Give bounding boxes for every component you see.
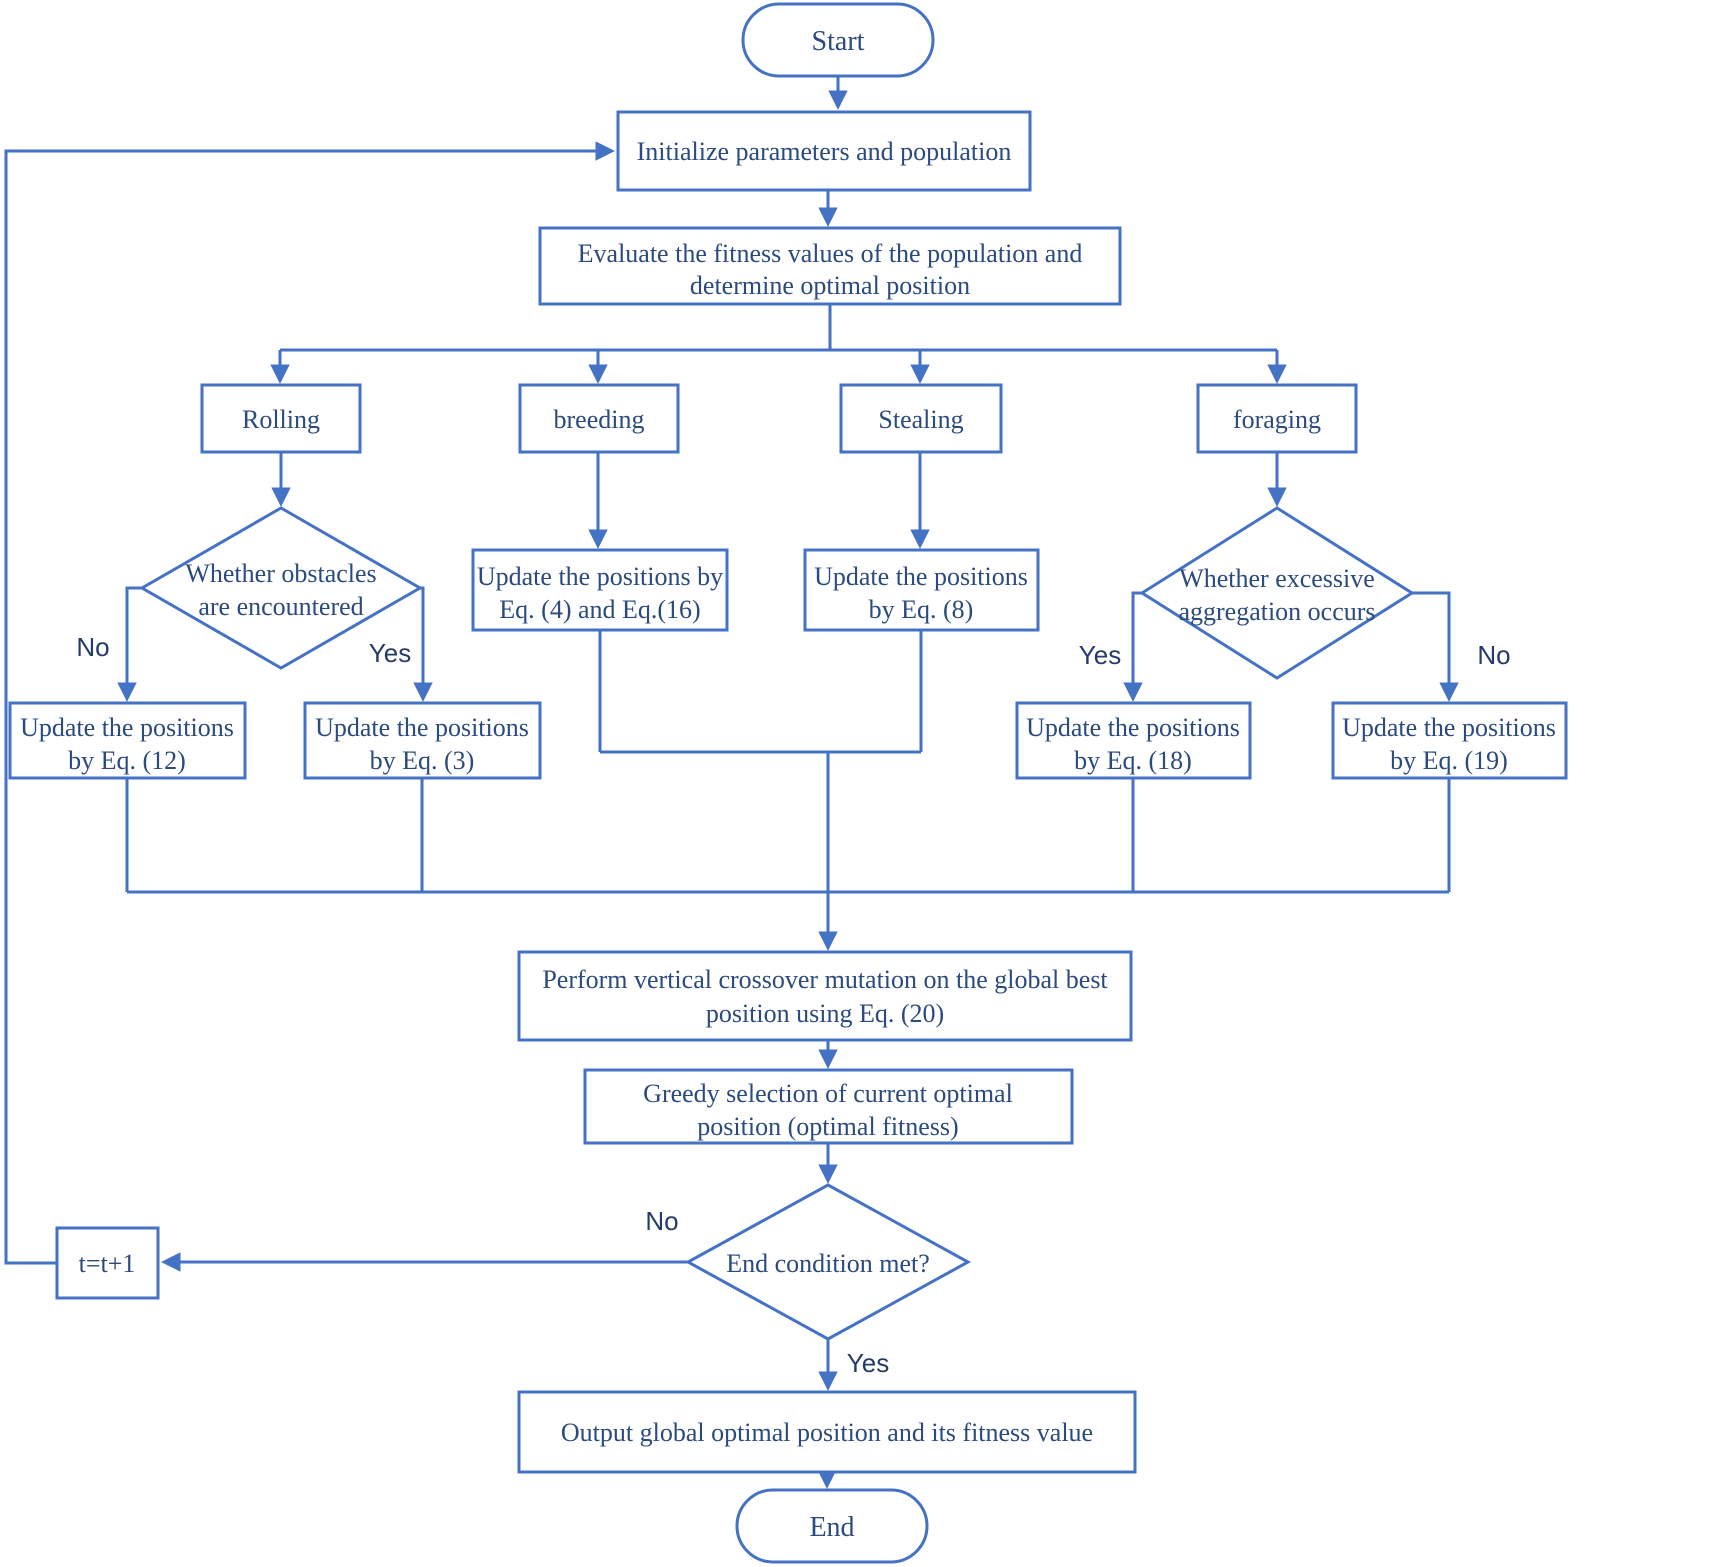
update-eq18-node bbox=[1015, 701, 1252, 780]
update-eq18-line2: by Eq. (18) bbox=[1074, 746, 1192, 775]
stealing-node bbox=[839, 383, 1003, 454]
end-condition-label: End condition met? bbox=[726, 1249, 930, 1278]
evaluate-label-line2: determine optimal position bbox=[690, 271, 970, 300]
update-eq19-line1: Update the positions bbox=[1342, 713, 1556, 742]
increment-node bbox=[55, 1226, 160, 1300]
rolling-label: Rolling bbox=[242, 405, 320, 434]
breeding-label: breeding bbox=[554, 405, 645, 434]
update-eq12-line2: by Eq. (12) bbox=[68, 746, 186, 775]
update-eq3-node bbox=[303, 701, 542, 780]
end-label: End bbox=[809, 1512, 854, 1543]
initialize-node bbox=[616, 110, 1032, 192]
output-label: Output global optimal position and its f… bbox=[561, 1418, 1093, 1447]
crossover-line1: Perform vertical crossover mutation on t… bbox=[542, 965, 1108, 994]
aggregation-decision-line2: aggregation occurs bbox=[1178, 597, 1375, 626]
update-eq4-16-node bbox=[471, 548, 729, 632]
obstacles-decision-node bbox=[138, 506, 424, 670]
edge-obstacles-no-eq12 bbox=[117, 586, 142, 702]
update-eq12-line1: Update the positions bbox=[20, 713, 234, 742]
update-eq8-line1: Update the positions bbox=[814, 562, 1028, 591]
crossover-line2: position using Eq. (20) bbox=[706, 999, 944, 1028]
output-node bbox=[517, 1390, 1137, 1474]
update-eq19-node bbox=[1331, 701, 1568, 780]
stealing-label: Stealing bbox=[878, 405, 963, 434]
greedy-line2: position (optimal fitness) bbox=[697, 1112, 958, 1141]
crossover-node bbox=[517, 950, 1133, 1042]
update-eq12-node bbox=[8, 701, 247, 780]
update-eq3-line1: Update the positions bbox=[315, 713, 529, 742]
update-eq3-line2: by Eq. (3) bbox=[370, 746, 475, 775]
edge-aggregation-yes-eq18 bbox=[1123, 591, 1143, 702]
update-eq8-node bbox=[803, 548, 1040, 632]
update-eq8-line2: by Eq. (8) bbox=[869, 595, 974, 624]
update-eq19-line2: by Eq. (19) bbox=[1390, 746, 1508, 775]
foraging-label: foraging bbox=[1233, 405, 1321, 434]
obstacles-no-label: No bbox=[76, 632, 109, 662]
aggregation-decision-line1: Whether excessive bbox=[1179, 564, 1375, 593]
increment-label: t=t+1 bbox=[79, 1249, 136, 1278]
end-condition-no-label: No bbox=[645, 1206, 678, 1236]
initialize-label: Initialize parameters and population bbox=[637, 137, 1012, 166]
start-label: Start bbox=[812, 26, 865, 57]
foraging-node bbox=[1196, 383, 1358, 454]
obstacles-decision-line1: Whether obstacles bbox=[185, 559, 376, 588]
aggregation-decision-node bbox=[1139, 506, 1415, 680]
update-eq18-line1: Update the positions bbox=[1026, 713, 1240, 742]
obstacles-decision-line2: are encountered bbox=[198, 592, 363, 621]
aggregation-no-label: No bbox=[1477, 640, 1510, 670]
labels: Start Initialize parameters and populati… bbox=[20, 26, 1556, 1543]
edge-labels: No Yes Yes No No Yes bbox=[76, 632, 1510, 1378]
greedy-line1: Greedy selection of current optimal bbox=[643, 1079, 1013, 1108]
breeding-node bbox=[518, 383, 680, 454]
evaluate-node bbox=[538, 226, 1122, 306]
aggregation-yes-label: Yes bbox=[1079, 640, 1121, 670]
greedy-node bbox=[583, 1068, 1074, 1145]
start-node bbox=[741, 2, 935, 78]
end-condition-yes-label: Yes bbox=[847, 1348, 889, 1378]
shapes bbox=[8, 2, 1568, 1564]
rolling-node bbox=[200, 383, 362, 454]
edge-obstacles-yes-eq3 bbox=[413, 586, 433, 702]
update-eq4-16-line2: Eq. (4) and Eq.(16) bbox=[499, 595, 700, 624]
obstacles-yes-label: Yes bbox=[369, 638, 411, 668]
end-condition-node bbox=[684, 1183, 972, 1341]
evaluate-label-line1: Evaluate the fitness values of the popul… bbox=[578, 239, 1083, 268]
edge-increment-loop-initialize bbox=[4, 141, 615, 1265]
update-eq4-16-line1: Update the positions by bbox=[477, 562, 723, 591]
end-node bbox=[735, 1488, 929, 1564]
edge-aggregation-no-eq19 bbox=[1412, 591, 1459, 702]
